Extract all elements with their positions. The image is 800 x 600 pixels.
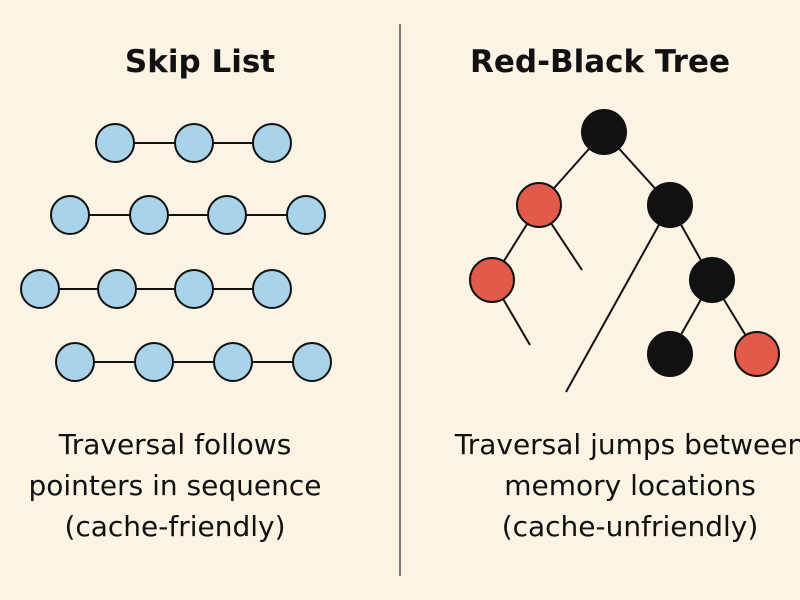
red-tree-node — [516, 182, 562, 228]
skip-list-node — [134, 342, 174, 382]
panel-divider — [399, 24, 401, 576]
red-tree-node — [734, 331, 780, 377]
skip-list-level-1 — [95, 123, 292, 163]
red-black-tree-title: Red-Black Tree — [470, 44, 730, 80]
caption-line: Traversal jumps between — [454, 428, 800, 461]
skip-list-node — [286, 195, 326, 235]
skip-list-node — [50, 195, 90, 235]
skip-list-node — [174, 123, 214, 163]
skip-list-node — [95, 123, 135, 163]
caption-line: (cache-friendly) — [64, 510, 286, 543]
skip-list-node — [207, 195, 247, 235]
red-black-tree-caption: Traversal jumps between memory locations… — [440, 424, 800, 547]
skip-list-level-4 — [55, 342, 332, 382]
skip-list-level-3 — [20, 269, 292, 309]
skip-list-node — [55, 342, 95, 382]
caption-line: memory locations — [504, 469, 756, 502]
caption-line: pointers in sequence — [28, 469, 322, 502]
skip-list-level-2 — [50, 195, 326, 235]
skip-list-title: Skip List — [124, 44, 276, 80]
skip-list-node — [213, 342, 253, 382]
skip-list-node — [97, 269, 137, 309]
caption-line: Traversal follows — [58, 428, 292, 461]
black-tree-node — [581, 109, 627, 155]
red-tree-node — [469, 257, 515, 303]
black-tree-node — [689, 257, 735, 303]
skip-list-node — [129, 195, 169, 235]
tree-edge — [565, 204, 671, 393]
black-tree-node — [647, 182, 693, 228]
skip-list-node — [174, 269, 214, 309]
red-black-tree-diagram — [469, 109, 780, 393]
black-tree-node — [647, 331, 693, 377]
skip-list-caption: Traversal follows pointers in sequence (… — [0, 424, 350, 547]
skip-list-node — [252, 269, 292, 309]
skip-list-node — [20, 269, 60, 309]
skip-list-node — [292, 342, 332, 382]
caption-line: (cache-unfriendly) — [501, 510, 759, 543]
skip-list-diagram — [20, 123, 332, 382]
skip-list-node — [252, 123, 292, 163]
